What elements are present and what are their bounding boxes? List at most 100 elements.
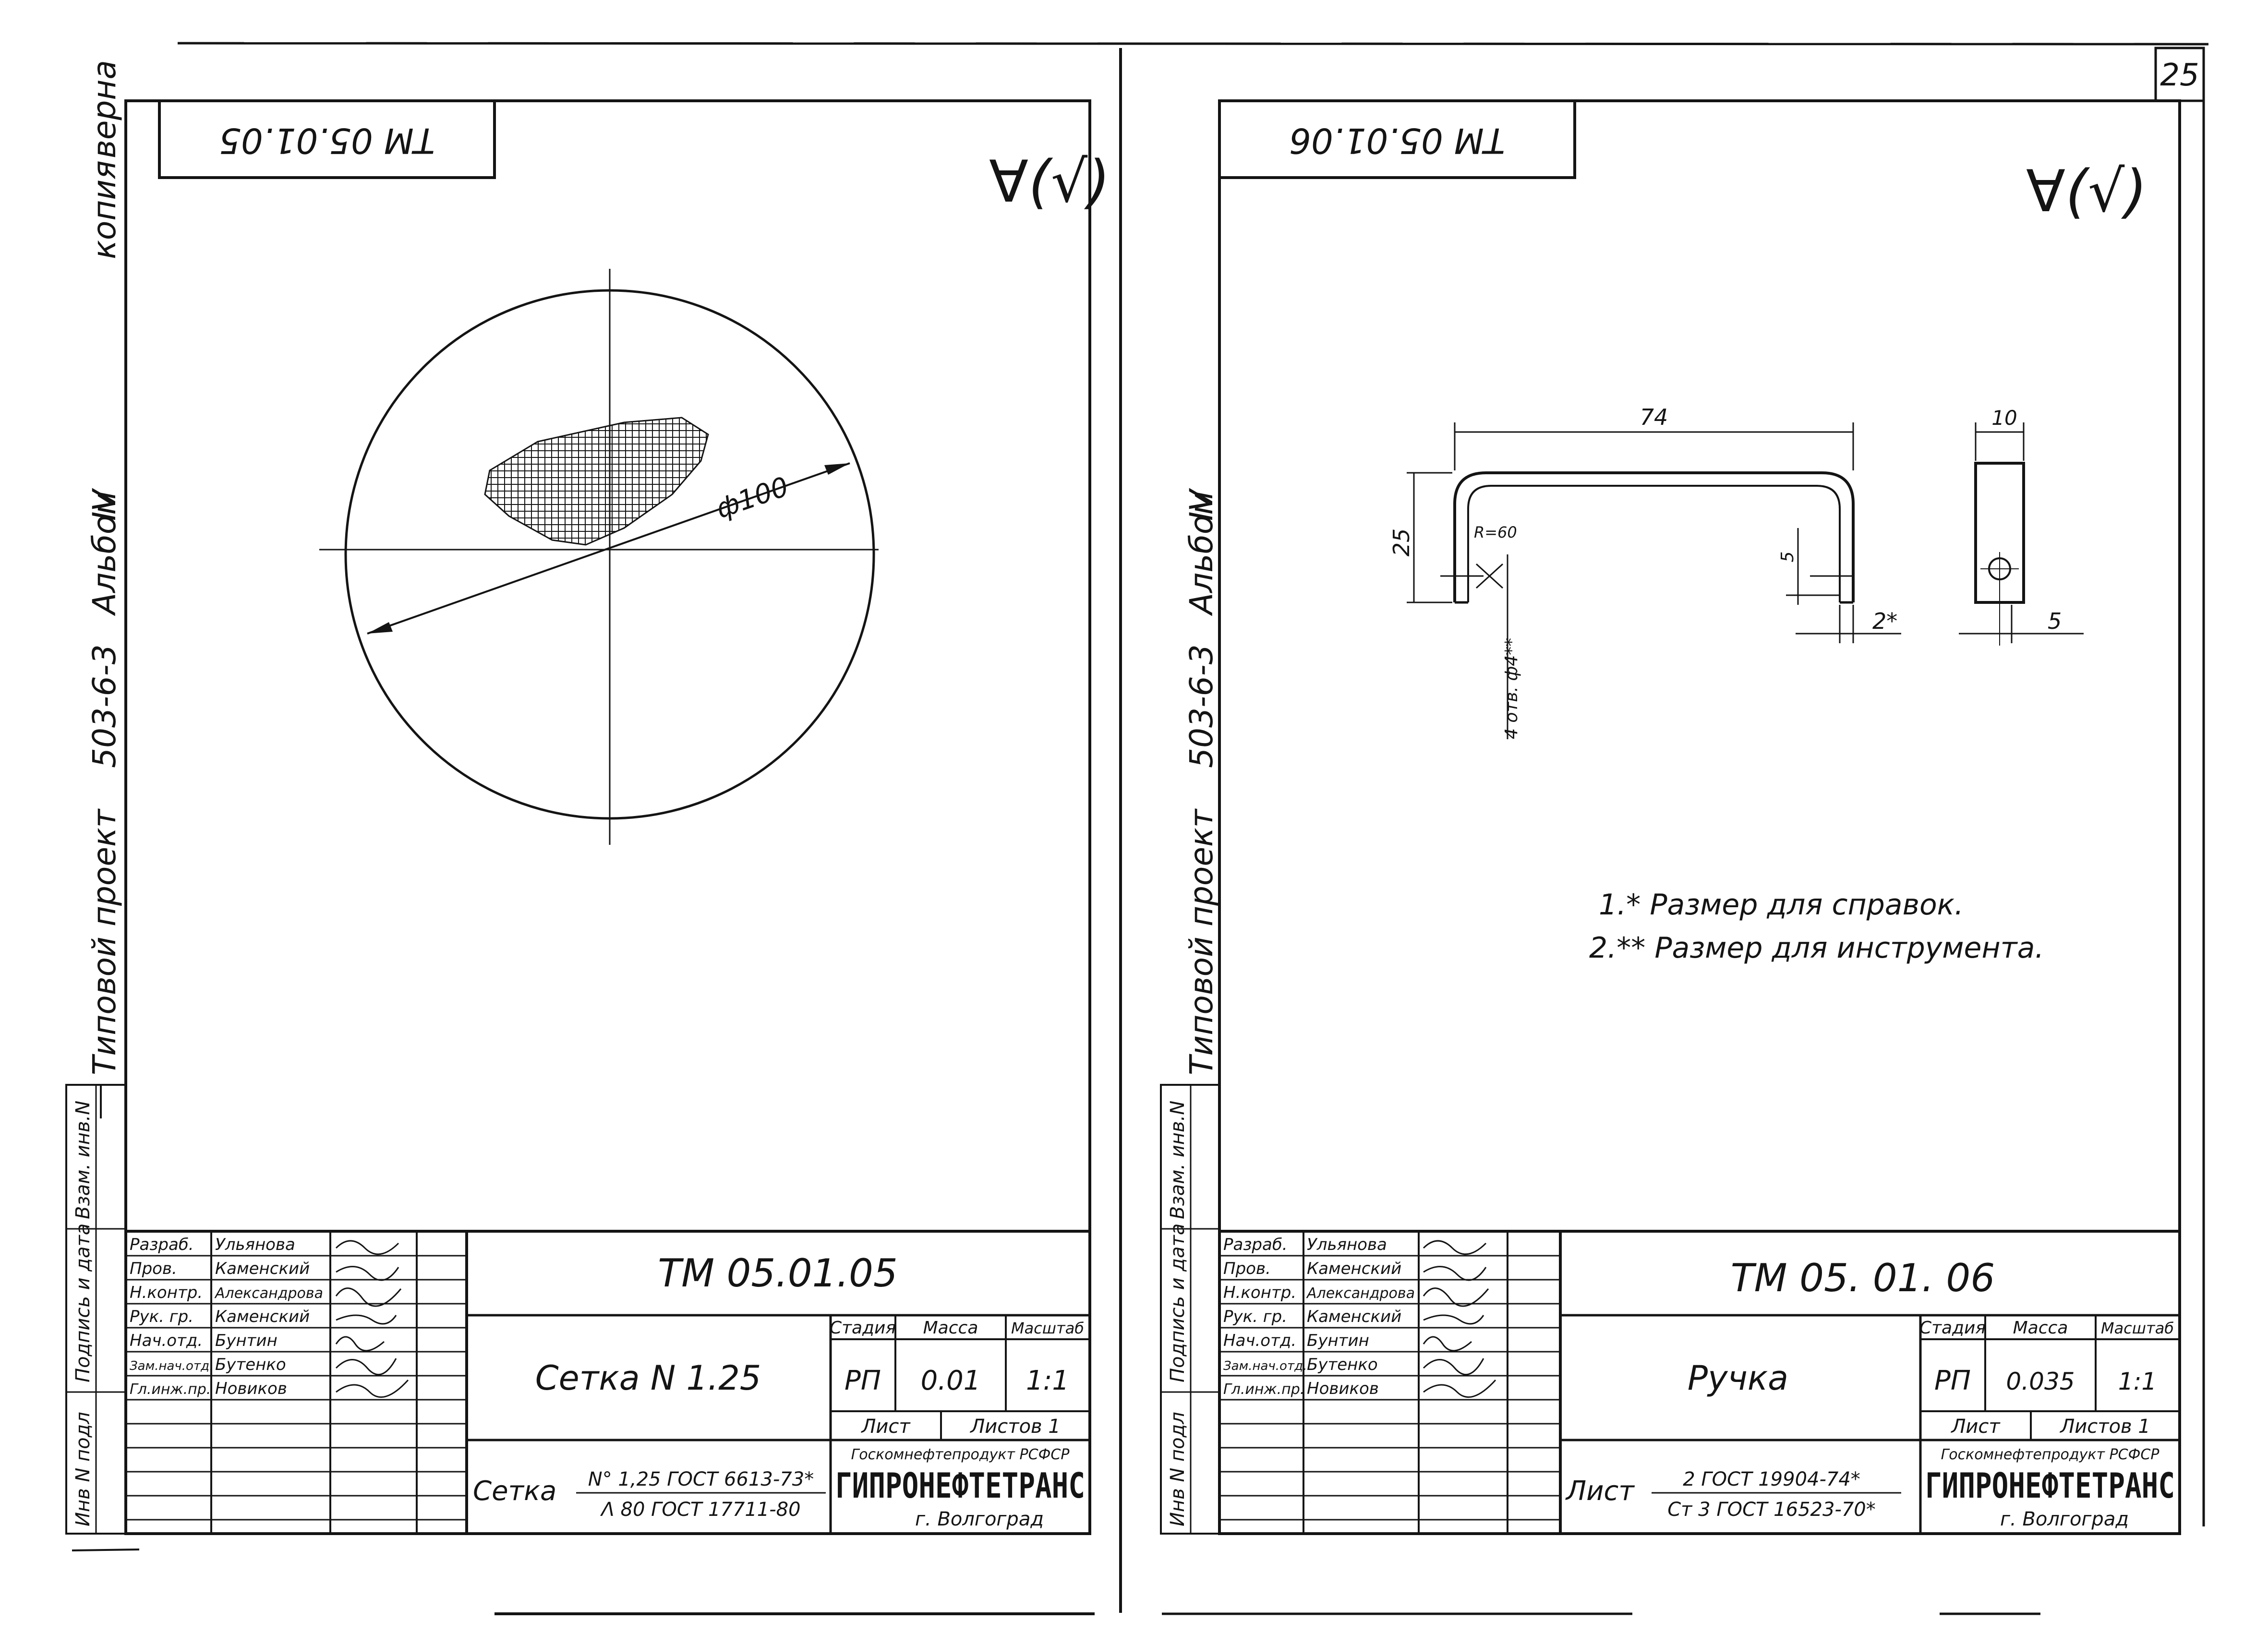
radius-label: R=60 bbox=[1474, 523, 1517, 541]
left-stub-label-inv: Инв N подл bbox=[72, 1412, 94, 1526]
right-name-5: Бунтин bbox=[1307, 1331, 1369, 1350]
right-name-2: Каменский bbox=[1307, 1259, 1401, 1278]
left-name-5: Бунтин bbox=[215, 1331, 277, 1350]
right-title-block bbox=[1218, 1230, 2181, 1535]
left-material-top: N° 1,25 ГОСТ 6613-73* bbox=[588, 1468, 814, 1490]
left-stub-label-sign: Подпись и дата bbox=[72, 1224, 94, 1382]
left-side-label-typical: Типовой проект bbox=[86, 808, 123, 1075]
dim-5-a-label: 5 bbox=[1778, 552, 1798, 563]
scan-top-line bbox=[177, 42, 2209, 46]
right-role-1: Разраб. bbox=[1223, 1235, 1288, 1254]
handle-profile-outer bbox=[1453, 471, 1855, 602]
right-scale-value: 1:1 bbox=[2118, 1368, 2157, 1395]
note-2: 2.** Размер для инструмента. bbox=[1589, 931, 2044, 965]
right-role-3: Н.контр. bbox=[1223, 1283, 1296, 1302]
right-side-label-typical: Типовой проект bbox=[1183, 808, 1220, 1075]
diameter-label: ф100 bbox=[712, 471, 792, 525]
left-side-label-album: Альбом bbox=[86, 491, 123, 616]
right-top-code-box bbox=[1219, 101, 1576, 179]
left-drawing-code: ТМ 05.01.05 bbox=[658, 1251, 898, 1296]
right-side-label-album: Альбом bbox=[1183, 491, 1220, 616]
left-top-code: ТМ 05.01.05 bbox=[219, 120, 435, 161]
diameter-arrow-start bbox=[367, 622, 393, 634]
right-name-7: Новиков bbox=[1307, 1379, 1379, 1398]
right-name-3: Александрова bbox=[1306, 1285, 1415, 1302]
left-mass-header: Масса bbox=[923, 1318, 978, 1338]
left-signatures bbox=[335, 1240, 409, 1398]
dim-2-label: 2* bbox=[1872, 608, 1897, 634]
right-side-label-roman: IV bbox=[1183, 488, 1220, 521]
left-side-label-copy: копия bbox=[86, 160, 123, 259]
mesh-pattern-area bbox=[484, 417, 709, 546]
left-scale-header: Масштаб bbox=[1011, 1319, 1084, 1337]
left-drawing-title: Сетка N 1.25 bbox=[535, 1358, 761, 1398]
right-org-line2: ГИПРОНЕФТЕТРАНС bbox=[1925, 1465, 2175, 1506]
dim-74-label: 74 bbox=[1640, 404, 1668, 430]
left-org-line2: ГИПРОНЕФТЕТРАНС bbox=[835, 1465, 1085, 1506]
left-side-label-true: верна bbox=[86, 60, 123, 158]
scan-left-tick bbox=[72, 1549, 140, 1551]
left-scale-value: 1:1 bbox=[1026, 1365, 1069, 1396]
left-side-label-roman: IV bbox=[86, 488, 123, 521]
right-name-1: Ульянова bbox=[1307, 1235, 1387, 1254]
right-mass-value: 0.035 bbox=[2006, 1368, 2075, 1395]
note-1: 1.* Размер для справок. bbox=[1599, 888, 1964, 922]
right-role-5: Нач.отд. bbox=[1223, 1331, 1296, 1350]
right-name-4: Каменский bbox=[1307, 1307, 1401, 1326]
handle-profile-inner bbox=[1467, 485, 1841, 602]
hole-label: 4 отв. ф4** bbox=[1502, 638, 1521, 739]
left-stage-header: Стадия bbox=[830, 1318, 896, 1338]
dim-25-label: 25 bbox=[1388, 528, 1414, 557]
left-role-7: Гл.инж.пр. bbox=[130, 1381, 211, 1398]
diameter-dim-line bbox=[367, 462, 850, 635]
left-surface-symbol: ∀(√) bbox=[989, 149, 1110, 216]
left-top-code-box bbox=[158, 101, 496, 179]
right-stub-label-sign: Подпись и дата bbox=[1167, 1224, 1189, 1382]
left-role-4: Рук. гр. bbox=[130, 1307, 193, 1326]
left-role-1: Разраб. bbox=[130, 1235, 194, 1254]
right-sheets-label: Листов 1 bbox=[2059, 1416, 2150, 1438]
left-name-6: Бутенко bbox=[215, 1355, 286, 1374]
left-sheet-label: Лист bbox=[860, 1416, 911, 1438]
left-name-3: Александрова bbox=[214, 1285, 323, 1302]
right-material-bottom: Ст 3 ГОСТ 16523-70* bbox=[1667, 1499, 1876, 1521]
right-side-label-number: 503-6-3 bbox=[1183, 644, 1220, 768]
right-mass-header: Масса bbox=[2013, 1318, 2068, 1338]
right-surface-symbol: ∀(√) bbox=[2026, 158, 2147, 225]
left-stage-value: РП bbox=[844, 1365, 881, 1396]
right-stub-label-replace: Взам. инв.N bbox=[1167, 1101, 1189, 1219]
right-top-code: ТМ 05.01.06 bbox=[1289, 120, 1505, 161]
right-role-6: Зам.нач.отд. bbox=[1223, 1359, 1307, 1373]
diameter-arrow-end bbox=[824, 463, 850, 475]
right-drawing-title: Ручка bbox=[1688, 1358, 1788, 1398]
left-role-6: Зам.нач.отд. bbox=[130, 1359, 213, 1373]
right-role-7: Гл.инж.пр. bbox=[1223, 1381, 1304, 1398]
left-stub-label-replace: Взам. инв.N bbox=[72, 1101, 94, 1219]
right-org-line1: Госкомнефтепродукт РСФСР bbox=[1941, 1446, 2160, 1463]
left-name-1: Ульянова bbox=[215, 1235, 295, 1254]
right-scale-header: Масштаб bbox=[2101, 1319, 2174, 1337]
right-role-4: Рук. гр. bbox=[1223, 1307, 1287, 1326]
dim-10-label: 10 bbox=[1991, 406, 2017, 430]
right-material-label: Лист bbox=[1565, 1476, 1635, 1507]
left-mass-value: 0.01 bbox=[921, 1365, 981, 1396]
right-drawing-code: ТМ 05. 01. 06 bbox=[1731, 1256, 1995, 1300]
left-sheets-label: Листов 1 bbox=[969, 1416, 1061, 1438]
left-material-label: Сетка bbox=[473, 1476, 556, 1507]
left-title-block bbox=[124, 1230, 1091, 1535]
right-material-top: 2 ГОСТ 19904-74* bbox=[1683, 1468, 1860, 1490]
dim-5-b-label: 5 bbox=[2048, 608, 2062, 634]
right-role-2: Пров. bbox=[1223, 1259, 1271, 1278]
left-org-city: г. Волгоград bbox=[915, 1508, 1044, 1530]
right-stage-header: Стадия bbox=[1919, 1318, 1986, 1338]
right-name-6: Бутенко bbox=[1307, 1355, 1378, 1374]
right-sheet-label: Лист bbox=[1950, 1416, 2001, 1438]
right-org-city: г. Волгоград bbox=[2000, 1508, 2129, 1530]
left-org-line1: Госкомнефтепродукт РСФСР bbox=[851, 1446, 1070, 1463]
left-role-3: Н.контр. bbox=[130, 1283, 203, 1302]
left-side-label-number: 503-6-3 bbox=[86, 644, 123, 768]
hole-mark-b bbox=[1475, 563, 1504, 589]
right-signatures bbox=[1423, 1240, 1496, 1398]
right-stage-value: РП bbox=[1934, 1365, 1971, 1396]
